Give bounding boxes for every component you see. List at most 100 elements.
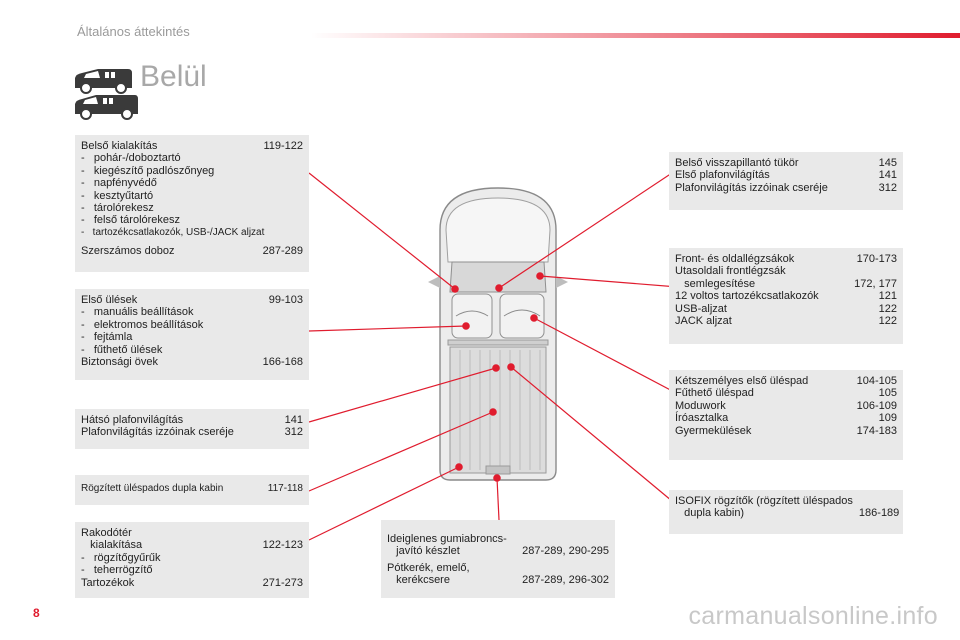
watermark: carmanualsonline.info bbox=[688, 602, 938, 630]
box-row: Utasoldali frontlégzsák semlegesítése 172… bbox=[675, 265, 897, 290]
row-label: Rögzített üléspados dupla kabin bbox=[81, 483, 224, 494]
row-pages: 312 bbox=[878, 181, 897, 194]
row-label: Belső kialakítás bbox=[81, 140, 158, 152]
tyre-repair-box: Ideiglenes gumiabroncs- javító készlet 28… bbox=[381, 520, 615, 598]
vents-box: Front- és oldallégzsákok 170-173 Utasolda… bbox=[669, 248, 903, 344]
row-pages: 170-173 bbox=[856, 253, 897, 265]
van-icon-short bbox=[75, 69, 132, 94]
row-label: JACK aljzat bbox=[675, 315, 732, 328]
box-row: Plafonvilágítás izzóinak cseréje 312 bbox=[81, 426, 303, 438]
box-row: Biztonsági övek 166-168 bbox=[81, 356, 303, 368]
rear-light-box: Hátsó plafonvilágítás 141 Plafonvilágítás… bbox=[75, 409, 309, 449]
row-label: Pótkerék, emelő, kerékcsere bbox=[387, 561, 470, 587]
row-label: - tárolórekesz bbox=[81, 202, 154, 215]
row-label: - rögzítőgyűrűk bbox=[81, 551, 161, 564]
row-pages: 104-105 bbox=[856, 375, 897, 387]
row-label: Plafonvilágítás izzóinak cseréje bbox=[81, 426, 234, 439]
section-title: Belül bbox=[140, 60, 207, 93]
isofix-box: ISOFIX rögzítők (rögzített üléspados dup… bbox=[669, 490, 903, 534]
box-row: Pótkerék, emelő, kerékcsere 287-289, 296-… bbox=[387, 562, 609, 587]
van-icon-long bbox=[75, 95, 138, 120]
row-label: Front- és oldallégzsákok bbox=[675, 253, 795, 265]
header-accent-bar bbox=[310, 33, 960, 38]
row-pages: 174-183 bbox=[856, 424, 897, 437]
row-label: Gyermekülések bbox=[675, 424, 752, 437]
box-row: - tárolórekesz bbox=[81, 202, 303, 214]
row-pages: 121 bbox=[878, 290, 897, 303]
chapter-title: Általános áttekintés bbox=[77, 24, 190, 39]
row-pages: 122 bbox=[878, 302, 897, 315]
row-label: - fűthető ülések bbox=[81, 343, 163, 356]
row-label: Plafonvilágítás izzóinak cseréje bbox=[675, 181, 828, 194]
box-row: Szerszámos doboz 287-289 bbox=[81, 245, 303, 257]
row-label: Belső visszapillantó tükör bbox=[675, 157, 799, 169]
row-label: - manuális beállítások bbox=[81, 306, 194, 319]
box-row: - manuális beállítások bbox=[81, 306, 303, 318]
box-row: - kiegészítő padlószőnyeg bbox=[81, 165, 303, 177]
box-row: - elektromos beállítások bbox=[81, 319, 303, 331]
box-row: - fejtámla bbox=[81, 331, 303, 343]
box-row: Plafonvilágítás izzóinak cseréje 312 bbox=[675, 182, 897, 194]
row-pages: 119-122 bbox=[263, 140, 303, 152]
box-row: - fűthető ülések bbox=[81, 344, 303, 356]
row-label: ISOFIX rögzítők (rögzített üléspados dup… bbox=[675, 495, 853, 520]
box-row: Hátsó plafonvilágítás 141 bbox=[81, 414, 303, 426]
row-pages: 105 bbox=[878, 387, 897, 400]
row-label: - napfényvédő bbox=[81, 177, 157, 190]
row-label: Utasoldali frontlégzsák semlegesítése bbox=[675, 265, 786, 290]
row-label: - kiegészítő padlószőnyeg bbox=[81, 164, 215, 177]
row-label: Moduwork bbox=[675, 399, 726, 412]
page-number: 8 bbox=[33, 606, 40, 620]
row-label: Biztonsági övek bbox=[81, 356, 159, 369]
row-label: Fűthető üléspad bbox=[675, 387, 754, 400]
row-label: - teherrögzítő bbox=[81, 564, 153, 577]
row-label: Íróasztalka bbox=[675, 412, 729, 425]
row-label: Tartozékok bbox=[81, 576, 135, 589]
bench-box: Kétszemélyes első üléspad 104-105 Fűthető… bbox=[669, 370, 903, 460]
row-pages: 287-289, 290-295 bbox=[522, 545, 609, 558]
row-label: - elektromos beállítások bbox=[81, 318, 204, 331]
row-pages: 312 bbox=[284, 426, 303, 439]
row-pages: 122 bbox=[878, 315, 897, 328]
row-pages: 287-289 bbox=[262, 245, 303, 258]
box-row: - teherrögzítő bbox=[81, 564, 303, 576]
row-pages: 109 bbox=[878, 412, 897, 425]
row-pages: 186-189 bbox=[858, 507, 900, 520]
row-label: Szerszámos doboz bbox=[81, 245, 175, 258]
box-row: Fűthető üléspad 105 bbox=[675, 387, 897, 399]
box-row: - felső tárolórekesz bbox=[81, 214, 303, 226]
row-label: Ideiglenes gumiabroncs- javító készlet bbox=[387, 533, 507, 558]
row-pages: 166-168 bbox=[262, 356, 303, 369]
box-row: Belső kialakítás 119-122 bbox=[81, 140, 303, 152]
box-row: Gyermekülések 174-183 bbox=[675, 425, 897, 437]
row-pages: 145 bbox=[878, 157, 897, 169]
row-label: - felső tárolórekesz bbox=[81, 214, 181, 227]
box-row: Belső visszapillantó tükör 145 bbox=[675, 157, 897, 169]
row-label: - kesztyűtartó bbox=[81, 189, 154, 202]
row-label: Kétszemélyes első üléspad bbox=[675, 375, 809, 387]
row-pages: 106-109 bbox=[856, 399, 897, 412]
box-row: - napfényvédő bbox=[81, 177, 303, 189]
row-label: - tartozékcsatlakozók, USB-/JACK aljzat bbox=[81, 226, 265, 238]
row-pages: 141 bbox=[284, 414, 303, 426]
row-label: Hátsó plafonvilágítás bbox=[81, 414, 184, 426]
row-pages: 271-273 bbox=[262, 576, 303, 589]
row-label: Első plafonvilágítás bbox=[675, 169, 770, 182]
row-pages: 172, 177 bbox=[854, 277, 897, 290]
row-label: Rakodótér kialakítása bbox=[81, 527, 143, 552]
row-pages: 287-289, 296-302 bbox=[522, 574, 609, 587]
box-row: Kétszemélyes első üléspad 104-105 bbox=[675, 375, 897, 387]
box-row: - rögzítőgyűrűk bbox=[81, 552, 303, 564]
box-row: - tartozékcsatlakozók, USB-/JACK aljzat bbox=[81, 227, 303, 239]
mirror-box: Belső visszapillantó tükör 145 Első plafo… bbox=[669, 152, 903, 210]
row-pages: 99-103 bbox=[268, 294, 303, 306]
